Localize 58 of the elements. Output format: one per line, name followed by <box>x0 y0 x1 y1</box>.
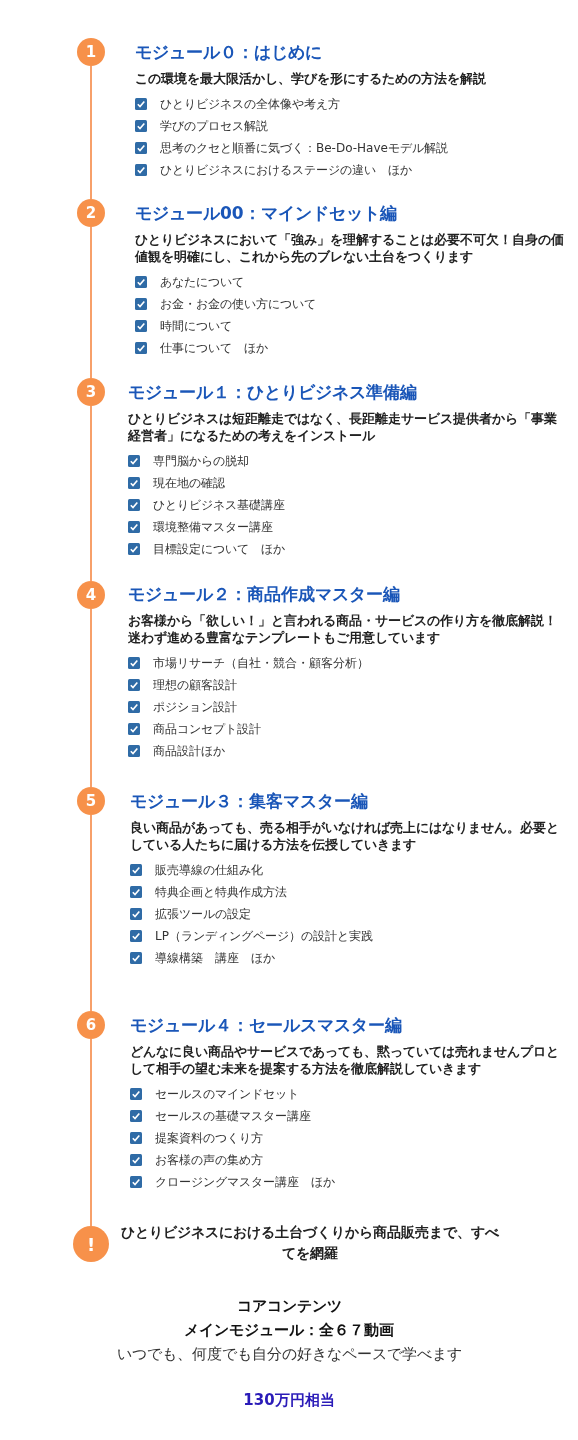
module-description: お客様から「欲しい！」と言われる商品・サービスの作り方を徹底解説！迷わず進める豊富なテンプレートもご用意しています <box>128 612 558 646</box>
price-text: 130万円相当 <box>243 1391 335 1410</box>
checklist-item: 導線構築 講座 ほか <box>155 949 275 967</box>
checklist-item: 専門脳からの脱却 <box>153 452 249 470</box>
module-description: ひとりビジネスにおいて「強み」を理解することは必要不可欠！自身の価値観を明確にし、これから先のブレない土台をつくります <box>135 231 565 265</box>
checklist-item: 現在地の確認 <box>153 474 225 492</box>
timeline-line <box>90 608 92 788</box>
checklist-item: 販売導線の仕組み化 <box>155 861 263 879</box>
module-heading: モジュール１：ひとりビジネス準備編 <box>128 381 417 404</box>
checklist-item: セールスの基礎マスター講座 <box>155 1107 311 1125</box>
step-number-circle: 4 <box>77 581 105 609</box>
timeline-line <box>90 226 92 379</box>
checklist-item: 学びのプロセス解説 <box>160 117 268 135</box>
timeline-line <box>90 405 92 582</box>
checklist-item: 思考のクセと順番に気づく：Be-Do-Haveモデル解説 <box>160 139 448 157</box>
checklist-item: 特典企画と特典作成方法 <box>155 883 287 901</box>
checklist-item: お客様の声の集め方 <box>155 1151 263 1169</box>
module-heading: モジュール４：セールスマスター編 <box>130 1014 402 1037</box>
module-heading: モジュール０：はじめに <box>135 41 322 64</box>
checklist-item: 商品設計ほか <box>153 742 225 760</box>
checklist-item: 環境整備マスター講座 <box>153 518 273 536</box>
summary-text: ひとりビジネスにおける土台づくりから商品販売まで、すべてを網羅 <box>120 1223 500 1263</box>
checklist-item: 市場リサーチ（自社・競合・顧客分析） <box>153 654 369 672</box>
step-number-circle: 1 <box>77 38 105 66</box>
checklist-item: ひとりビジネス基礎講座 <box>153 496 285 514</box>
step-number-circle: 2 <box>77 199 105 227</box>
checklist-item: 時間について <box>160 317 232 335</box>
checklist-item: ひとりビジネスの全体像や考え方 <box>160 95 340 113</box>
label-text: メインモジュール：全６７動画 <box>184 1321 394 1340</box>
checklist-item: ポジション設計 <box>153 698 237 716</box>
module-description: ひとりビジネスは短距離走ではなく、長距離走サービス提供者から「事業経営者」になるための考えをインストール <box>128 410 558 444</box>
step-number-circle: 5 <box>77 787 105 815</box>
checklist-item: 仕事について ほか <box>160 339 268 357</box>
checklist-item: 理想の顧客設計 <box>153 676 237 694</box>
checklist-item: お金・お金の使い方について <box>160 295 316 313</box>
checklist-item: ひとりビジネスにおけるステージの違い ほか <box>160 161 412 179</box>
label-text: コアコンテンツ <box>236 1297 342 1316</box>
module-heading: モジュール３：集客マスター編 <box>130 790 368 813</box>
checklist-item: 提案資料のつくり方 <box>155 1129 263 1147</box>
step-number-circle: 3 <box>77 378 105 406</box>
checklist-item: LP（ランディングページ）の設計と実践 <box>155 927 373 945</box>
step-number-circle: 6 <box>77 1011 105 1039</box>
checklist-item: 拡張ツールの設定 <box>155 905 251 923</box>
step-number-circle: ! <box>73 1226 109 1262</box>
timeline-line <box>90 814 92 1012</box>
checklist-item: クロージングマスター講座 ほか <box>155 1173 335 1191</box>
checklist-item: 商品コンセプト設計 <box>153 720 261 738</box>
note-text: いつでも、何度でも自分の好きなペースで学べます <box>116 1345 462 1364</box>
module-heading: モジュール00：マインドセット編 <box>135 202 397 225</box>
module-heading: モジュール２：商品作成マスター編 <box>128 583 400 606</box>
module-description: 良い商品があっても、売る相手がいなければ売上にはなりません。必要としている人たちに届ける方法を伝授していきます <box>130 819 560 853</box>
checklist-item: セールスのマインドセット <box>155 1085 299 1103</box>
checklist-item: あなたについて <box>160 273 244 291</box>
timeline-line <box>90 1038 92 1227</box>
checklist-item: 目標設定について ほか <box>153 540 285 558</box>
module-description: どんなに良い商品やサービスであっても、黙っていては売れませんプロとして相手の望む未来を提案する方法を徹底解説していきます <box>130 1043 560 1077</box>
timeline-line <box>90 65 92 200</box>
module-description: この環境を最大限活かし、学びを形にするための方法を解説 <box>135 70 487 87</box>
